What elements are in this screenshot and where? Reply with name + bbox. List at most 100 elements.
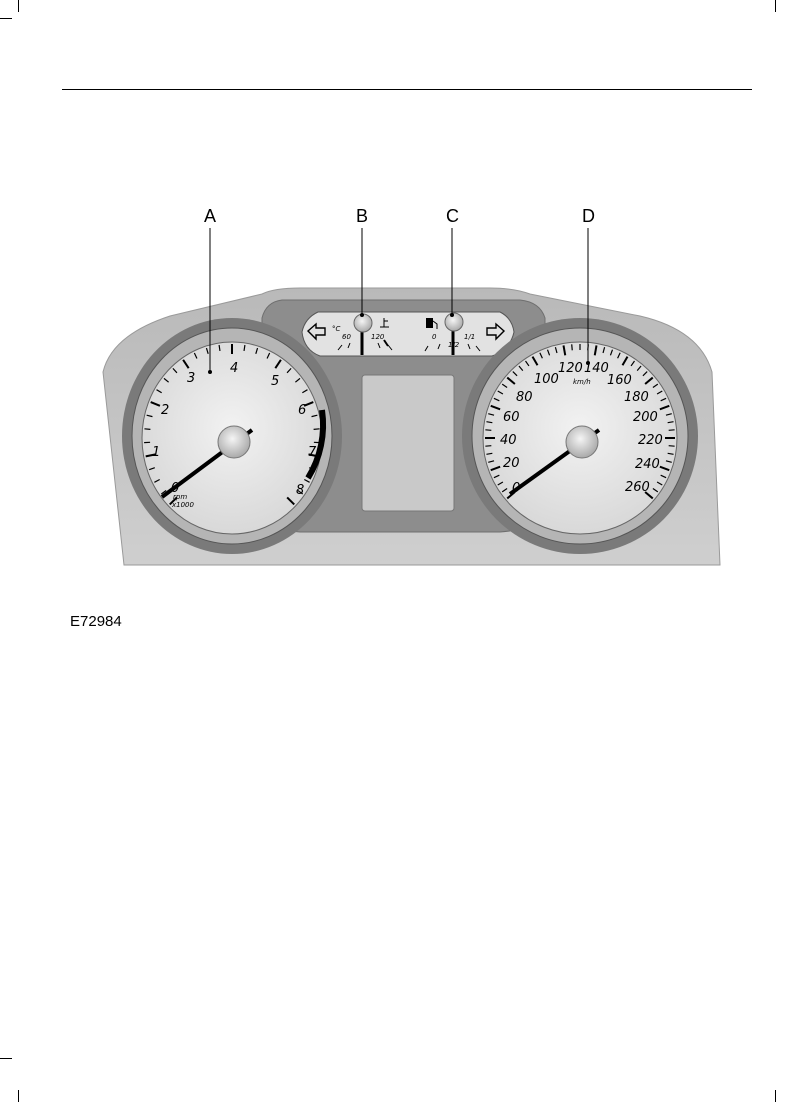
dial-tick xyxy=(518,365,524,371)
dial-tick xyxy=(146,414,153,418)
dial-tick xyxy=(490,404,501,411)
tach-label: 1 xyxy=(152,445,160,460)
speed-label: 180 xyxy=(624,390,649,405)
gauge-strip xyxy=(301,311,515,357)
tach-unit: x1000 xyxy=(171,501,195,509)
dial-tick xyxy=(205,347,209,354)
dial-tick xyxy=(644,491,654,500)
dial-tick xyxy=(546,349,551,356)
tach-unit: rpm xyxy=(173,493,187,501)
temp-unit: °C xyxy=(332,325,341,333)
speed-label: 20 xyxy=(503,456,520,471)
dial-tick xyxy=(295,377,301,383)
dial-tick xyxy=(488,460,495,463)
dial-tick xyxy=(150,401,161,407)
dial-tick xyxy=(617,352,621,359)
dial-tick xyxy=(656,481,663,486)
dial-tick xyxy=(497,481,504,486)
speed-label: 260 xyxy=(625,480,650,495)
fuel-label: 1/1 xyxy=(464,333,475,341)
dial-tick xyxy=(243,344,246,352)
dial-tick xyxy=(182,359,190,369)
dial-tick xyxy=(501,383,508,389)
dial-tick xyxy=(668,429,675,431)
dial-tick xyxy=(172,367,178,374)
tach-label: 4 xyxy=(230,361,238,376)
dial-tick xyxy=(659,404,670,411)
speedometer-hub xyxy=(565,425,599,459)
dial-tick xyxy=(303,401,314,407)
speed-label: 160 xyxy=(607,373,632,388)
speed-label: 0 xyxy=(512,481,520,496)
dial-tick xyxy=(160,489,167,495)
tach-label: 6 xyxy=(298,403,306,418)
dial-tick xyxy=(497,390,504,395)
callout-d: D xyxy=(582,206,595,226)
dial-tick xyxy=(156,389,162,394)
dial-tick xyxy=(630,360,635,367)
dial-tick xyxy=(274,359,282,369)
speed-label: 200 xyxy=(633,410,658,425)
right-turn-arrow-icon xyxy=(486,322,506,341)
dial-tick xyxy=(665,460,672,463)
crop-mark-bottom-left-v xyxy=(18,1090,19,1102)
dial-tick xyxy=(169,496,178,506)
dial-tick xyxy=(286,367,292,374)
speed-label: 40 xyxy=(500,433,517,448)
dial-tick xyxy=(255,347,259,354)
dial-tick xyxy=(486,452,493,455)
tach-label: 7 xyxy=(308,445,317,460)
dial-tick xyxy=(506,376,516,385)
dial-tick xyxy=(539,352,543,359)
dial-tick xyxy=(667,452,674,455)
speedometer: 0 20 40 60 80 100 120 140 160 180 200 22… xyxy=(462,318,698,554)
dial-tick xyxy=(144,428,151,430)
dial-tick xyxy=(193,352,198,359)
dial-tick xyxy=(668,445,675,447)
dial-tick xyxy=(304,478,310,483)
dial-tick xyxy=(562,345,567,356)
dial-tick xyxy=(313,428,320,430)
dial-tick xyxy=(493,474,500,479)
crop-mark-top-left-v xyxy=(18,0,19,12)
crop-mark-top-left xyxy=(0,18,12,19)
dial-tick xyxy=(163,377,169,383)
redline-band xyxy=(305,409,327,480)
dial-tick xyxy=(554,347,558,354)
temp-label: 120 xyxy=(371,333,385,341)
speed-label: 240 xyxy=(635,457,660,472)
dial-tick xyxy=(490,465,501,472)
dial-tick xyxy=(593,345,598,356)
dial-tick xyxy=(311,414,318,418)
tach-label: 0 xyxy=(171,481,179,496)
tach-label: 8 xyxy=(296,483,304,498)
dial-tick xyxy=(602,347,606,354)
instrument-cluster-figure: 0 1 2 3 4 5 6 7 8 rpm x1000 0 20 40 60 8… xyxy=(102,206,721,566)
speed-label: 60 xyxy=(503,410,520,425)
temperature-gauge: °C 60 120 xyxy=(332,313,393,355)
dial-tick xyxy=(652,383,659,389)
message-display xyxy=(361,374,455,512)
tachometer-hub xyxy=(217,425,251,459)
dial-tick xyxy=(659,465,670,472)
fuel-label: 1/2 xyxy=(448,341,460,349)
figure-code: E72984 xyxy=(70,613,122,630)
dial-tick xyxy=(286,496,295,506)
callout-b: B xyxy=(356,206,368,226)
tachometer: 0 1 2 3 4 5 6 7 8 rpm x1000 xyxy=(122,318,342,554)
fuel-gauge: 0 1/2 1/1 xyxy=(424,312,481,355)
dial-tick xyxy=(145,453,156,458)
dial-tick xyxy=(609,349,614,356)
crop-mark-top-right-v xyxy=(775,0,776,12)
dial-tick xyxy=(652,487,659,493)
fuel-label: 0 xyxy=(432,333,437,341)
dial-tick xyxy=(660,397,667,402)
dial-tick xyxy=(148,467,155,471)
dial-tick xyxy=(644,376,654,385)
dial-tick xyxy=(621,356,629,366)
crop-mark-bottom-left xyxy=(0,1058,12,1059)
callout-a: A xyxy=(204,206,216,226)
dial-tick xyxy=(486,421,493,424)
dial-tick xyxy=(512,371,518,377)
dial-tick xyxy=(501,487,508,493)
